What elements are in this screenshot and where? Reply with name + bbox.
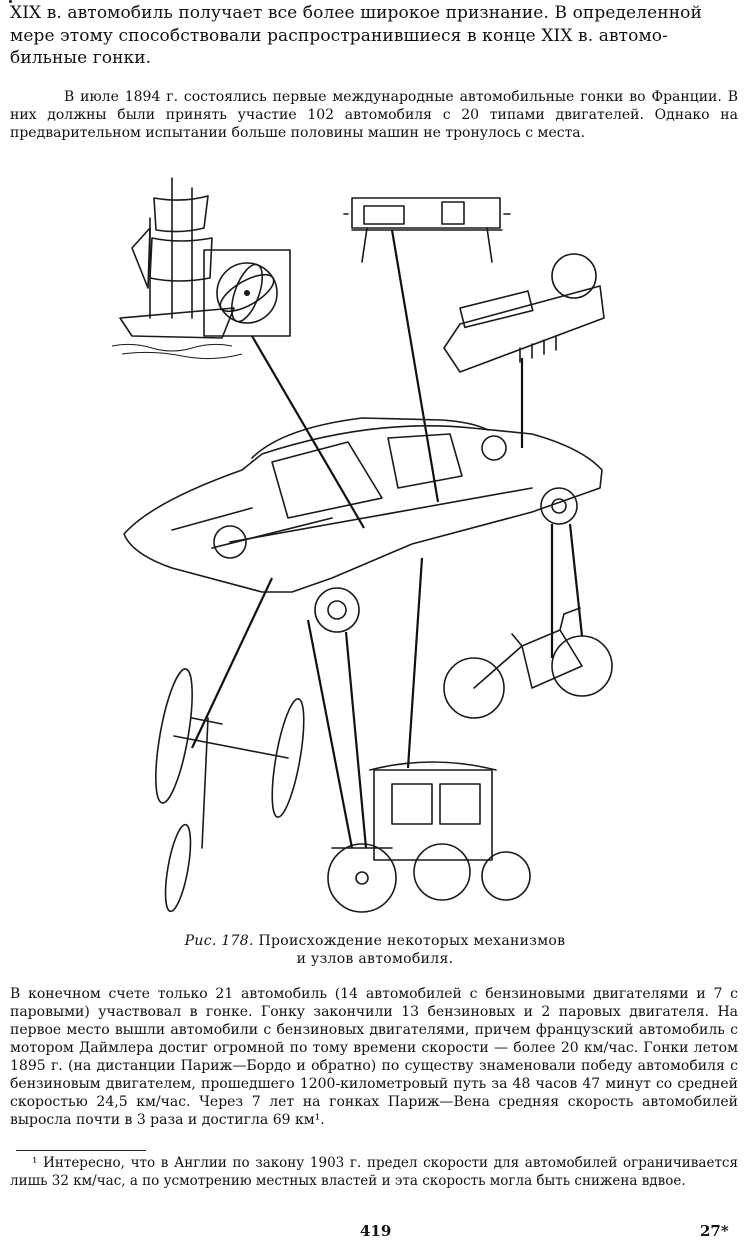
footnote: ¹ Интересно, что в Англии по закону 1903… [10,1154,738,1190]
caption-first-line: Рис. 178. Происхождение некоторых механи… [140,932,610,950]
bicycle-drawing [443,607,613,719]
velocipede-drawing [155,668,305,913]
page-number: 419 [360,1222,392,1240]
footnote-divider [16,1150,146,1151]
car-drawing [123,417,603,633]
caption-text-1: Происхождение некоторых механизмов [258,933,566,949]
motor-carriage-drawing [327,761,531,913]
sailing-ship-drawing [112,177,243,360]
paragraph-1: В июле 1894 г. состоялись первые междуна… [10,89,738,141]
origin-arrows [191,229,584,849]
lathe-drawing [343,197,511,263]
figure-caption: Рис. 178. Происхождение некоторых механи… [140,932,610,968]
footnote-text: ¹ Интересно, что в Англии по закону 1903… [10,1155,738,1189]
print-dot [9,0,12,3]
paragraph-2: В конечном счете только 21 автомобиль (1… [10,986,738,1128]
top-paragraph-line: XIX в. автомобиль получает все более шир… [10,3,702,23]
signature-mark: 27* [700,1222,729,1240]
caption-text-2: и узлов автомобиля. [296,951,454,967]
steam-engine-drawing [443,253,605,373]
gimbal-compass-drawing [203,249,291,337]
top-paragraph: XIX в. автомобиль получает все более шир… [10,2,738,70]
caption-label: Рис. 178. [184,933,254,949]
top-paragraph-line: мере этому способствовали распространивш… [10,25,668,46]
top-paragraph-line: бильные гонки. [10,48,152,68]
figure-178-illustration [112,177,613,913]
